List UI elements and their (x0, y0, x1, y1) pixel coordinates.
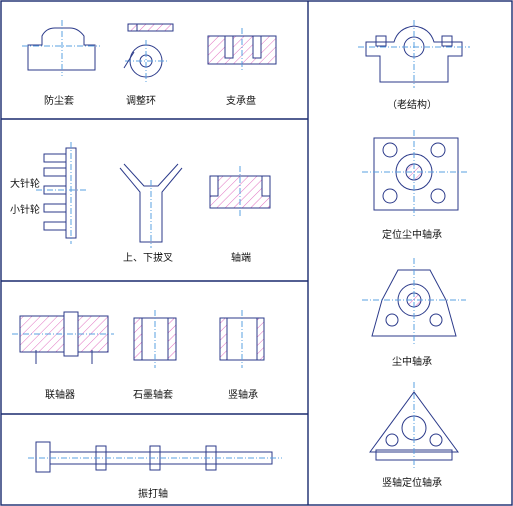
old-structure-drawing (358, 20, 470, 88)
positioned-bearing-label: 定位尘中轴承 (382, 228, 442, 241)
pin-wheel-drawing (36, 142, 86, 244)
old-structure-label: （老结构） (387, 98, 437, 111)
rapping-shaft-drawing (28, 441, 282, 473)
rapping-shaft-label: 振打轴 (138, 487, 168, 500)
graphite-sleeve-label: 石墨轴套 (133, 388, 173, 401)
support-plate-label: 支承盘 (226, 94, 256, 107)
fork-label: 上、下拔叉 (123, 251, 173, 264)
small-pin-wheel-label: 小针轮 (10, 203, 40, 216)
graphite-sleeve-drawing (133, 310, 177, 368)
big-pin-wheel-label: 大针轮 (10, 177, 40, 190)
vertical-bearing-drawing (219, 310, 265, 368)
dust-cover-label: 防尘套 (44, 94, 74, 107)
dust-cover-drawing (22, 20, 100, 76)
shaft-end-drawing (209, 166, 271, 218)
vertical-bearing-label: 竖轴承 (228, 388, 258, 401)
coupling-label: 联轴器 (45, 388, 75, 401)
shaft-end-label: 轴端 (231, 251, 251, 264)
vertical-positioned-bearing-label: 竖轴定位轴承 (382, 476, 442, 489)
support-plate-drawing (207, 28, 277, 72)
adjust-ring-drawing (123, 23, 174, 82)
fork-drawing (119, 163, 183, 248)
vertical-positioned-bearing-drawing (369, 382, 459, 468)
coupling-drawing (12, 311, 114, 364)
dust-bearing-drawing (362, 258, 466, 344)
positioned-bearing-drawing (362, 130, 468, 218)
adjust-ring-label: 调整环 (126, 94, 156, 107)
dust-bearing-label: 尘中轴承 (392, 355, 432, 368)
